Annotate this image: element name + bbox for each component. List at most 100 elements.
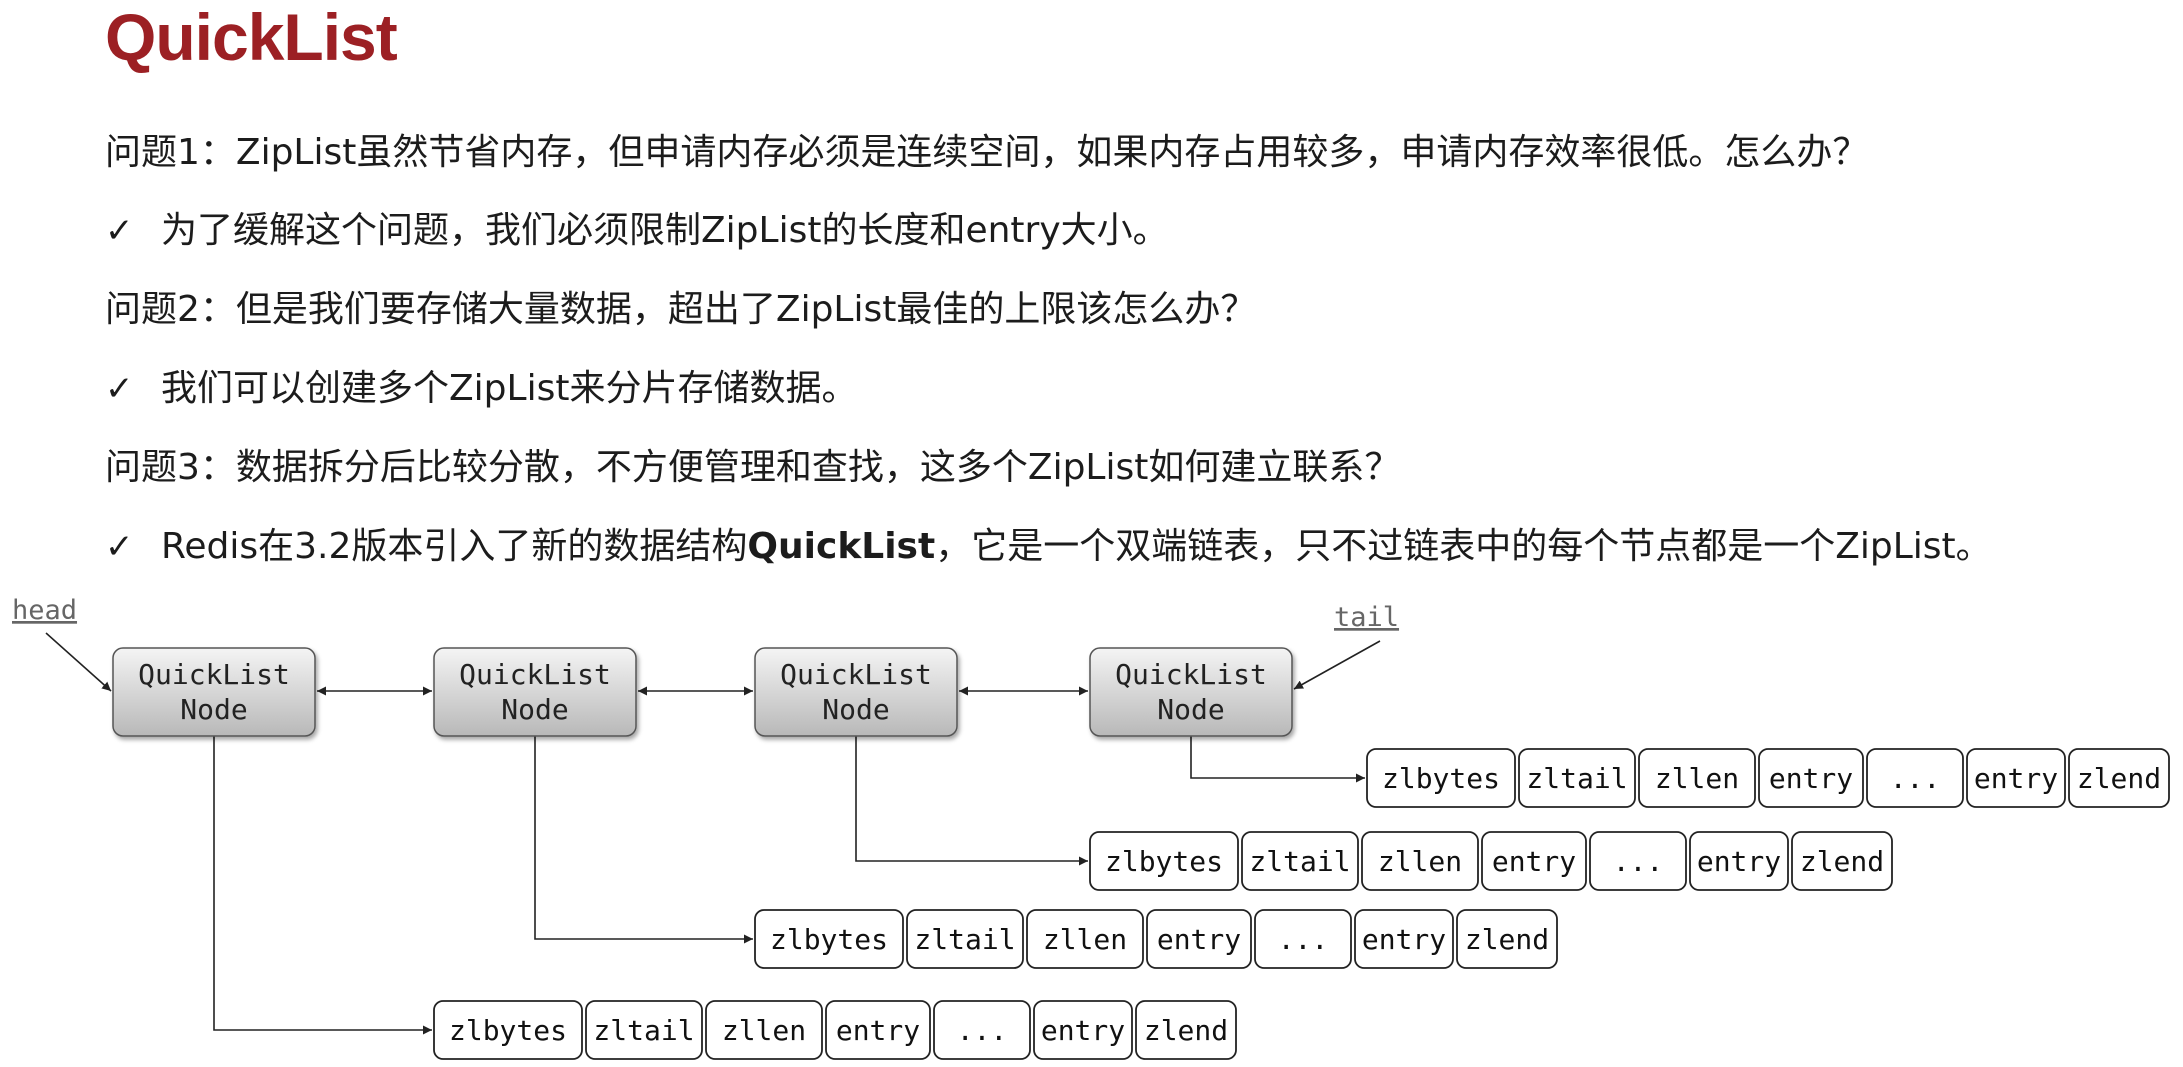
quicklist-node-label-line2: Node — [1157, 693, 1224, 726]
question-2-text: 问题2：但是我们要存储大量数据，超出了ZipList最佳的上限该怎么办？ — [105, 289, 1257, 330]
ziplist-cell-label: entry — [1974, 762, 2058, 795]
ziplist-cell-label: ... — [1278, 923, 1329, 956]
ziplist-cell-label: entry — [836, 1014, 920, 1047]
quicklist-node-box — [433, 647, 637, 737]
check-icon: ✓ — [105, 211, 134, 251]
ziplist-cell-box — [754, 909, 904, 969]
quicklist-node-box — [1089, 647, 1293, 737]
ziplist-cell-label: ... — [1890, 762, 1941, 795]
question-1: 问题1：ZipList虽然节省内存，但申请内存必须是连续空间，如果内存占用较多，… — [105, 131, 1868, 175]
page-title: QuickList — [105, 0, 398, 74]
node-layer: QuickListNodeQuickListNodeQuickListNodeQ… — [112, 647, 1293, 737]
node-to-ziplist-connector — [855, 736, 1088, 866]
node-to-ziplist-connector — [213, 736, 432, 1035]
ziplist-cell-box — [933, 1000, 1031, 1060]
ziplist-cell-label: entry — [1041, 1014, 1125, 1047]
ziplist-cell-box — [1481, 831, 1587, 891]
ziplist-cell-label: zllen — [722, 1014, 806, 1047]
ziplist-cell-label: entry — [1492, 845, 1576, 878]
ziplist-cell-label: entry — [1769, 762, 1853, 795]
ziplist-cell-label: zlend — [1465, 923, 1549, 956]
answer-3: ✓ Redis在3.2版本引入了新的数据结构QuickList，它是一个双端链表，… — [105, 525, 1992, 569]
ziplist-cell-box — [433, 1000, 583, 1060]
ziplist-cell-box — [1254, 909, 1352, 969]
ziplist-cell-box — [585, 1000, 703, 1060]
answer-2-text: 我们可以创建多个ZipList来分片存储数据。 — [161, 368, 858, 409]
quicklist-node-label-line2: Node — [501, 693, 568, 726]
quicklist-node-box — [754, 647, 958, 737]
ziplist-cell-label: zlend — [1800, 845, 1884, 878]
ziplist-cell-label: entry — [1362, 923, 1446, 956]
ziplist-cell-label: zlbytes — [770, 923, 888, 956]
ziplist-cell-box — [1966, 748, 2066, 808]
question-3: 问题3：数据拆分后比较分散，不方便管理和查找，这多个ZipList如何建立联系？ — [105, 446, 1400, 490]
quicklist-node-label-line1: QuickList — [459, 658, 611, 691]
ziplist-cell-box — [1241, 831, 1359, 891]
answer-2: ✓ 我们可以创建多个ZipList来分片存储数据。 — [105, 367, 857, 411]
ziplist-cell-label: ... — [957, 1014, 1008, 1047]
node-to-ziplist-connector — [534, 736, 753, 944]
ziplist-cell-label: zltail — [914, 923, 1015, 956]
ziplist-cell-box — [705, 1000, 823, 1060]
question-3-text: 问题3：数据拆分后比较分散，不方便管理和查找，这多个ZipList如何建立联系？ — [105, 447, 1401, 488]
ziplist-cell-box — [1456, 909, 1558, 969]
answer-1-text: 为了缓解这个问题，我们必须限制ZipList的长度和entry大小。 — [161, 210, 1169, 251]
ziplist-cell-label: zllen — [1378, 845, 1462, 878]
ziplist-cell-box — [1689, 831, 1789, 891]
quicklist-node-label-line1: QuickList — [780, 658, 932, 691]
ziplist-cell-box — [825, 1000, 931, 1060]
ziplist-cell-label: zlend — [2077, 762, 2161, 795]
connector-layer — [45, 632, 1381, 1035]
ziplist-cell-box — [1791, 831, 1893, 891]
answer-3-text-after: ，它是一个双端链表，只不过链表中的每个节点都是一个ZipList。 — [935, 526, 1992, 567]
tail-label: tail — [1334, 602, 1399, 633]
ziplist-cell-box — [2068, 748, 2170, 808]
question-2: 问题2：但是我们要存储大量数据，超出了ZipList最佳的上限该怎么办？ — [105, 288, 1256, 332]
answer-3-text-before: Redis在3.2版本引入了新的数据结构 — [161, 526, 748, 567]
head-label: head — [12, 595, 77, 626]
ziplist-cell-box — [1518, 748, 1636, 808]
ziplist-cell-label: zltail — [1526, 762, 1627, 795]
ziplist-cell-box — [1146, 909, 1252, 969]
ziplist-cell-label: zlend — [1144, 1014, 1228, 1047]
ziplist-cell-box — [1361, 831, 1479, 891]
ziplist-cell-label: zlbytes — [1382, 762, 1500, 795]
ziplist-cell-box — [1758, 748, 1864, 808]
ziplist-cell-label: ... — [1613, 845, 1664, 878]
ziplist-cell-label: zlbytes — [1105, 845, 1223, 878]
ziplist-cell-label: zlbytes — [449, 1014, 567, 1047]
ziplist-cell-box — [1135, 1000, 1237, 1060]
ziplist-cell-box — [1026, 909, 1144, 969]
check-icon: ✓ — [105, 527, 134, 567]
check-icon: ✓ — [105, 369, 134, 409]
ziplist-cell-box — [1033, 1000, 1133, 1060]
ziplist-cell-box — [1638, 748, 1756, 808]
ziplist-cell-box — [1366, 748, 1516, 808]
question-1-text: 问题1：ZipList虽然节省内存，但申请内存必须是连续空间，如果内存占用较多，… — [105, 132, 1869, 173]
head-pointer-arrow — [45, 632, 112, 692]
ziplist-row: zlbytes zltail zllen entry... entry zlend — [754, 909, 1558, 969]
tail-pointer-arrow — [1293, 640, 1381, 690]
node-to-ziplist-connector — [1190, 736, 1365, 783]
quicklist-node-label-line1: QuickList — [138, 658, 290, 691]
ziplist-cell-label: zllen — [1043, 923, 1127, 956]
ziplist-cell-label: entry — [1157, 923, 1241, 956]
quicklist-node-label-line1: QuickList — [1115, 658, 1267, 691]
ziplist-cell-label: zltail — [1249, 845, 1350, 878]
answer-3-text-bold: QuickList — [747, 526, 936, 567]
quicklist-node-label-line2: Node — [180, 693, 247, 726]
ziplist-cell-box — [1354, 909, 1454, 969]
ziplist-cell-box — [906, 909, 1024, 969]
quicklist-node-label-line2: Node — [822, 693, 889, 726]
quicklist-node-box — [112, 647, 316, 737]
answer-1: ✓ 为了缓解这个问题，我们必须限制ZipList的长度和entry大小。 — [105, 209, 1169, 253]
ziplist-cell-box — [1089, 831, 1239, 891]
